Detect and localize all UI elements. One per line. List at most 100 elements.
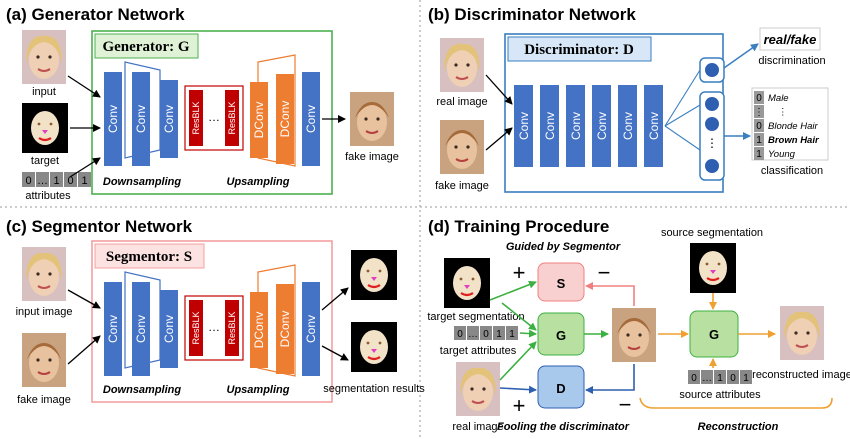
dconv-block xyxy=(276,74,294,164)
conv-block xyxy=(132,282,150,376)
conv-block xyxy=(160,80,178,158)
class-name: Male xyxy=(768,93,789,104)
reconstruction-label: Reconstruction xyxy=(698,421,779,433)
conv-block xyxy=(592,85,611,167)
dconv-label: DConv xyxy=(252,312,266,349)
bit: … xyxy=(468,329,478,340)
target-segmentation-image-d xyxy=(442,256,492,310)
target-segmentation-label: target segmentation xyxy=(427,311,524,323)
source-segmentation-image xyxy=(688,241,738,295)
conv-label: Conv xyxy=(621,112,635,140)
class-bit: ⋮ xyxy=(754,107,764,118)
conv-block xyxy=(104,282,122,376)
conv-block xyxy=(132,72,150,166)
conv-block xyxy=(160,290,178,368)
conv-label: Conv xyxy=(162,105,176,133)
fake-face-image xyxy=(349,91,395,147)
source-attribute-bits: 0 … 1 0 1 xyxy=(688,370,752,384)
panel-discriminator: (b) Discriminator Network real image fak… xyxy=(428,5,829,193)
ellipsis: … xyxy=(208,110,220,124)
upsampling-label: Upsampling xyxy=(227,384,290,396)
attribute-bits: 0 … 1 0 1 xyxy=(22,172,91,187)
panel-b-title: (b) Discriminator Network xyxy=(428,5,636,24)
plus-sign-d: + xyxy=(513,393,526,418)
bit: 1 xyxy=(717,373,723,384)
discriminator-node xyxy=(537,365,585,409)
class-bit: 0 xyxy=(756,93,762,104)
conv-label: Conv xyxy=(134,315,148,343)
class-output-box xyxy=(751,87,829,161)
conv-label: Conv xyxy=(106,105,120,133)
conv-block xyxy=(514,85,533,167)
fake-image-label: fake image xyxy=(345,151,399,163)
conv-label: Conv xyxy=(595,112,609,140)
class-name: Blonde Hair xyxy=(768,121,818,132)
source-segmentation-label: source segmentation xyxy=(661,227,763,239)
conv-label: Conv xyxy=(647,112,661,140)
conv-block xyxy=(104,72,122,166)
fake-image-label-c: fake image xyxy=(17,394,71,406)
real-face-image xyxy=(439,37,485,93)
dconv-label: DConv xyxy=(278,101,292,138)
conv-label: Conv xyxy=(134,105,148,133)
downsampling-label: Downsampling xyxy=(103,176,182,188)
bit: 1 xyxy=(496,329,502,340)
class-name: Brown Hair xyxy=(768,135,820,146)
real-face-image-d xyxy=(455,361,501,417)
bit: 1 xyxy=(53,175,59,187)
real-image-label-d: real image xyxy=(452,421,503,433)
classification-label: classification xyxy=(761,165,823,177)
minus-sign-s: − xyxy=(598,260,611,285)
panel-generator: (a) Generator Network Generator: G input… xyxy=(6,5,399,202)
fake-image-label-b: fake image xyxy=(435,180,489,192)
class-list: 0 Male ⋮ ⋮ 0 Blonde Hair 1 Brown Hair 1 … xyxy=(754,91,820,160)
conv-label: Conv xyxy=(517,112,531,140)
bit: 1 xyxy=(743,373,749,384)
conv-block xyxy=(618,85,637,167)
input-image-label: input image xyxy=(16,306,73,318)
discriminator-label: Discriminator: D xyxy=(524,42,634,58)
target-attribute-bits: 0 … 0 1 1 xyxy=(454,326,518,340)
dconv-block xyxy=(250,292,268,368)
fake-face-image-c xyxy=(21,332,67,388)
discrimination-label: discrimination xyxy=(758,55,825,67)
dconv-label: DConv xyxy=(252,102,266,139)
conv-block xyxy=(644,85,663,167)
fooling-discriminator-label: Fooling the discriminator xyxy=(497,421,630,433)
conv-label: Conv xyxy=(106,315,120,343)
reconstructed-image-label: reconstructed image xyxy=(752,369,850,381)
discriminator-node-label: D xyxy=(556,381,565,396)
bit: 0 xyxy=(691,373,697,384)
resblk-group xyxy=(184,85,244,151)
bit: … xyxy=(702,373,712,384)
resblk-group xyxy=(184,295,244,361)
class-name: ⋮ xyxy=(778,107,788,118)
generator-box xyxy=(91,30,333,195)
resblk-label: ResBLK xyxy=(191,101,201,134)
bit: 0 xyxy=(457,329,463,340)
conv-label: Conv xyxy=(543,112,557,140)
segmentation-result-image xyxy=(349,320,399,374)
attributes-label: attributes xyxy=(25,190,71,202)
discriminator-label-box xyxy=(507,36,652,62)
reconstruction-generator-label: G xyxy=(709,327,719,342)
input-face-image xyxy=(21,29,67,85)
target-label: target xyxy=(31,155,59,167)
resblk-block xyxy=(225,90,239,146)
panel-a-title: (a) Generator Network xyxy=(6,5,185,24)
segmentation-results-text: segmentation results xyxy=(323,383,425,395)
realfake-output-box xyxy=(759,27,821,51)
segmentation-results-label: segmentation results xyxy=(323,383,425,395)
bit: 0 xyxy=(67,175,73,187)
class-bit: 1 xyxy=(756,135,762,146)
conv-block xyxy=(302,282,320,376)
dconv-block xyxy=(250,82,268,158)
target-segmentation-image xyxy=(20,101,70,155)
reconstructed-image-text: reconstructed image xyxy=(752,369,850,381)
class-bit: 0 xyxy=(756,121,762,132)
bit: 0 xyxy=(25,175,31,187)
realfake-output: real/fake xyxy=(764,32,817,47)
panel-c-title: (c) Segmentor Network xyxy=(6,217,193,236)
segmentor-box xyxy=(91,240,333,403)
bit: 1 xyxy=(509,329,515,340)
